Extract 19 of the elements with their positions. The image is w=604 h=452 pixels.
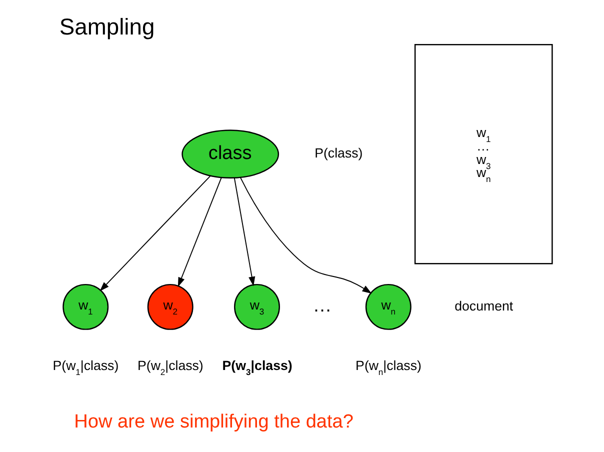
node-box: w$_{1}$ … w$_{3}$ w$_{n}$ xyxy=(414,44,553,264)
node-label: P(class) xyxy=(314,146,363,161)
label: … xyxy=(312,296,332,317)
node-label: document xyxy=(454,298,514,314)
arrow xyxy=(178,177,222,287)
node-circle: w$_{3}$ xyxy=(234,284,280,330)
arrow xyxy=(234,178,256,286)
node-circle: w$_{1}$ xyxy=(62,284,109,330)
arrow xyxy=(100,176,211,292)
diagram-title: Sampling xyxy=(59,13,155,40)
node-label: P(w$_{3}$|class) xyxy=(222,358,292,377)
arrow xyxy=(240,177,372,294)
caption: How are we simplifying the data? xyxy=(74,411,354,432)
node-label: P(w$_{1}$|class) xyxy=(52,358,119,377)
node-label: P(w$_{n}$|class) xyxy=(356,358,422,377)
node-ellipse: class xyxy=(182,130,280,179)
node-circle: w$_{2}$ xyxy=(147,284,194,330)
node-label: P(w$_{2}$|class) xyxy=(138,358,204,377)
node-circle: w$_{n}$ xyxy=(365,284,412,330)
